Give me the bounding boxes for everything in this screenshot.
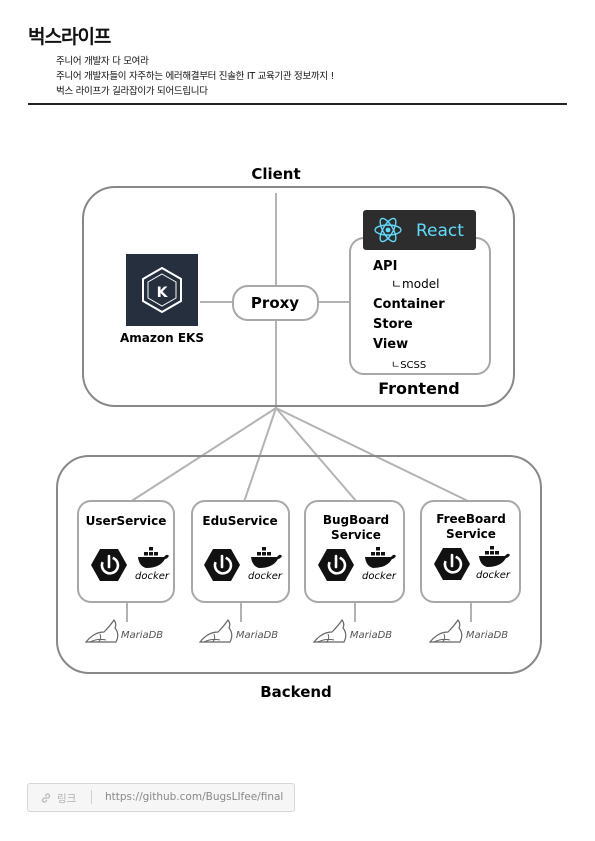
mariadb-icon [85,619,119,643]
service-card: UserService docker [77,500,175,603]
link-label: 링크 [57,793,77,805]
description-line: 주니어 개발자들이 자주하는 에러해결부터 진솔한 IT 교육기관 정보까지 ! [56,71,335,82]
client-container [82,186,515,407]
divider [28,103,567,105]
link-separator [91,790,92,804]
service-card: EduService docker [191,500,290,603]
service-name: Service [446,527,496,541]
svg-text:K: K [157,285,169,301]
service-name: EduService [202,514,277,528]
link-icon [41,793,51,803]
docker-label: docker [476,570,511,581]
svg-text:MariaDB: MariaDB [121,630,163,641]
backend-label: Backend [260,683,332,701]
service-name: UserService [86,514,167,528]
service-name: Service [331,528,381,542]
frontend-item: Container [373,297,445,312]
frontend-item: ㄴSCSS [391,360,426,371]
docker-label: docker [248,571,283,582]
frontend-label: Frontend [378,379,460,398]
link-bar[interactable]: 링크 https://github.com/BugsLIfee/final [27,783,295,812]
docker-label: docker [362,571,397,582]
service-name: BugBoard [323,513,389,527]
svg-text:MariaDB: MariaDB [466,630,508,641]
mariadb-logo: MariaDB [429,619,508,643]
frontend-item: Store [373,317,413,332]
description: 주니어 개발자 다 모여라 주니어 개발자들이 자주하는 에러해결부터 진솔한 … [56,54,334,99]
react-icon [374,217,402,243]
eks-label: Amazon EKS [120,331,204,345]
service-name: FreeBoard [436,512,506,526]
client-label: Client [251,165,300,183]
react-badge [363,210,476,250]
page-title: 벅스라이프 [28,26,111,48]
backend-container [56,455,542,674]
proxy-box [232,285,319,321]
react-label: React [416,221,464,241]
amazon-eks-logo: K [126,254,198,326]
svg-text:MariaDB: MariaDB [350,630,392,641]
frontend-item: View [373,337,408,352]
docker-label: docker [135,571,170,582]
mariadb-icon [199,619,233,643]
mariadb-icon [429,619,463,643]
svg-text:MariaDB: MariaDB [236,630,278,641]
service-card: FreeBoard Service docker [420,500,521,603]
frontend-item: ㄴmodel [391,277,439,291]
link-url[interactable]: https://github.com/BugsLIfee/final [105,791,284,803]
mariadb-logo: MariaDB [85,619,163,643]
mariadb-icon [313,619,347,643]
mariadb-logo: MariaDB [199,619,278,643]
service-card: BugBoard Service docker [304,500,405,603]
proxy-label: Proxy [251,294,299,312]
description-line: 주니어 개발자 다 모여라 [56,56,149,67]
description-line: 벅스 라이프가 길라잡이가 되어드립니다 [56,86,208,97]
frontend-item: API [373,259,397,274]
mariadb-logo: MariaDB [313,619,392,643]
